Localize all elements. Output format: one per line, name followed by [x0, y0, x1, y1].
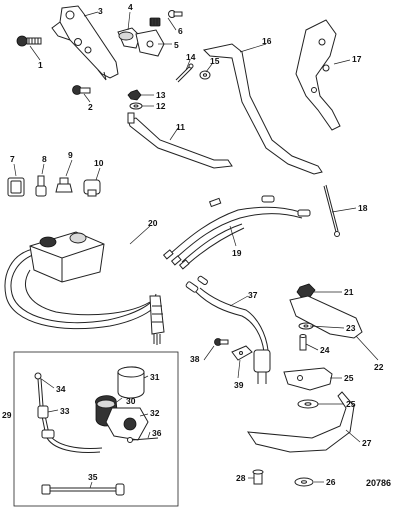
part-25-washer	[297, 399, 319, 409]
part-31-clamp	[117, 366, 145, 399]
part-32-plate	[105, 407, 149, 441]
part-17-bracket	[295, 19, 341, 131]
part-24-pin	[299, 334, 307, 351]
callout-36: 36	[152, 428, 162, 438]
callout-4: 4	[128, 2, 133, 12]
part-27-curved-bracket	[247, 391, 355, 453]
part-7-clip	[7, 177, 25, 197]
callout-1: 1	[38, 60, 43, 70]
callout-10: 10	[94, 158, 104, 168]
callout-17: 17	[352, 54, 362, 64]
callout-33: 33	[60, 406, 70, 416]
callout-6: 6	[178, 26, 183, 36]
callout-14: 14	[186, 52, 196, 62]
callout-26: 26	[326, 477, 336, 487]
callout-2: 2	[88, 102, 93, 112]
part-5-bracket	[135, 29, 165, 57]
callout-25a: 25	[344, 373, 354, 383]
callout-38: 38	[190, 354, 200, 364]
callout-16: 16	[262, 36, 272, 46]
part-26-washer	[294, 477, 314, 487]
part-16-link-rod	[202, 43, 323, 175]
callout-21: 21	[344, 287, 354, 297]
part-6-screw	[168, 10, 183, 18]
part-9-fitting	[55, 177, 73, 193]
callout-3: 3	[98, 6, 103, 16]
callout-34: 34	[56, 384, 66, 394]
part-25-cam-plate	[283, 367, 333, 391]
callout-30: 30	[126, 396, 136, 406]
part-21-nut	[296, 283, 316, 298]
callout-8: 8	[42, 154, 47, 164]
part-38-screw	[214, 338, 229, 346]
callout-32: 32	[150, 408, 160, 418]
callout-5: 5	[174, 40, 179, 50]
part-14-pin	[175, 63, 194, 83]
part-35-jumper	[41, 483, 125, 496]
callout-28: 28	[236, 473, 246, 483]
callout-35: 35	[88, 472, 98, 482]
callout-39: 39	[234, 380, 244, 390]
part-37-switch-harness	[185, 275, 271, 384]
callout-9: 9	[68, 150, 73, 160]
part-12-washer	[129, 102, 143, 110]
part-10-knob	[83, 179, 101, 197]
part-11-lever-arm	[127, 112, 233, 169]
part-18-rod	[323, 184, 340, 237]
callout-37: 37	[248, 290, 258, 300]
callout-19: 19	[232, 248, 242, 258]
part-4-cam	[117, 27, 141, 49]
part-19-harness	[162, 195, 311, 270]
callout-15: 15	[210, 56, 220, 66]
diagram-reference-id: 20786	[366, 478, 391, 488]
part-8-connector	[35, 175, 47, 197]
part-23-washer	[298, 322, 314, 330]
callout-25b: 25	[346, 399, 356, 409]
part-1-screw	[16, 35, 42, 47]
callout-11: 11	[176, 122, 185, 132]
part-13-nut	[127, 89, 142, 101]
part-28-screw	[252, 469, 264, 485]
part-15-washer	[199, 70, 211, 80]
callout-22: 22	[374, 362, 384, 372]
callout-24: 24	[320, 345, 330, 355]
leader-lines	[13, 11, 379, 489]
callout-27: 27	[362, 438, 372, 448]
callout-31: 31	[150, 372, 160, 382]
part-39-plate	[231, 345, 253, 361]
part-33-34-lead	[34, 372, 103, 453]
kit-29-box	[13, 351, 179, 507]
callout-13: 13	[156, 90, 166, 100]
part-20-control-box	[4, 231, 165, 345]
part-22-lever	[289, 295, 363, 339]
callout-29: 29	[2, 410, 12, 420]
part-36-screw	[127, 437, 159, 443]
callout-12: 12	[156, 101, 166, 111]
part-3-bracket-plate	[51, 5, 119, 81]
part-spring	[149, 17, 161, 27]
callout-labels: 1 2 3 4 5 6 7 8 9 10 11 12 13 14 15 16 1…	[2, 2, 391, 488]
part-2-screw	[72, 85, 91, 95]
callout-23: 23	[346, 323, 356, 333]
callout-18: 18	[358, 203, 368, 213]
callout-7: 7	[10, 154, 15, 164]
callout-20: 20	[148, 218, 158, 228]
